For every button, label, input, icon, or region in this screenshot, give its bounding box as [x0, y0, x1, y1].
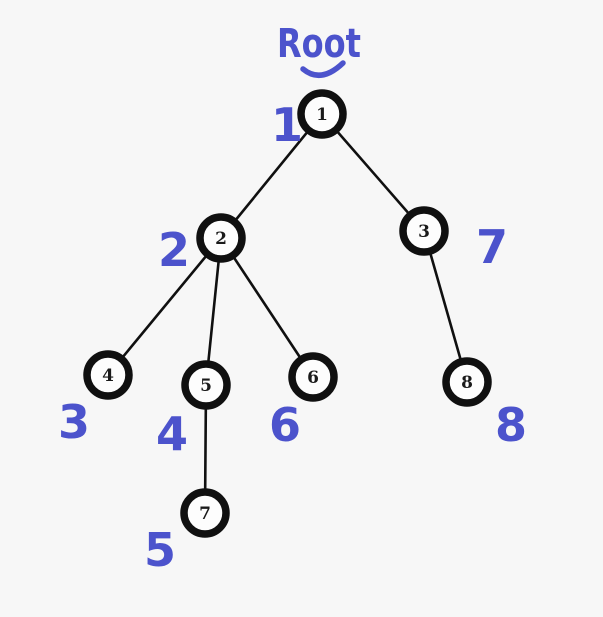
node-circle [196, 213, 246, 263]
node-label: 5 [200, 376, 212, 396]
node-circle [288, 352, 338, 402]
annotation-node-3: 7 [476, 220, 508, 274]
node-label: 8 [461, 373, 473, 393]
edge-2-4 [106, 236, 223, 377]
tree-node-1: 1 [297, 89, 347, 139]
annotation-node-5: 4 [156, 407, 188, 461]
edge-3-8 [422, 229, 469, 384]
node-circle [83, 350, 133, 400]
tree-node-7: 7 [180, 488, 230, 538]
edge-1-2 [219, 112, 324, 240]
node-circle [180, 488, 230, 538]
node-label: 4 [102, 366, 114, 386]
tree-node-5: 5 [181, 360, 231, 410]
node-label: 3 [418, 222, 430, 242]
node-label: 1 [316, 105, 328, 125]
tree-node-6: 6 [288, 352, 338, 402]
node-label: 6 [307, 368, 319, 388]
root-pointer-check-icon [300, 60, 346, 78]
annotation-node-2: 2 [158, 223, 190, 277]
annotation-node-4: 3 [58, 395, 90, 449]
root-label: Root [277, 21, 361, 67]
node-circle [181, 360, 231, 410]
annotation-node-1: 1 [271, 98, 303, 152]
annotation-node-8: 8 [495, 398, 527, 452]
node-circle [399, 206, 449, 256]
node-circle [442, 357, 492, 407]
tree-node-3: 3 [399, 206, 449, 256]
annotation-node-6: 6 [269, 398, 301, 452]
tree-node-2: 2 [196, 213, 246, 263]
edge-1-3 [320, 112, 426, 233]
tree-node-8: 8 [442, 357, 492, 407]
node-label: 2 [215, 229, 227, 249]
annotation-node-7: 5 [144, 523, 176, 577]
edge-2-6 [219, 236, 315, 379]
node-label: 7 [199, 504, 211, 524]
tree-node-4: 4 [83, 350, 133, 400]
node-circle [297, 89, 347, 139]
